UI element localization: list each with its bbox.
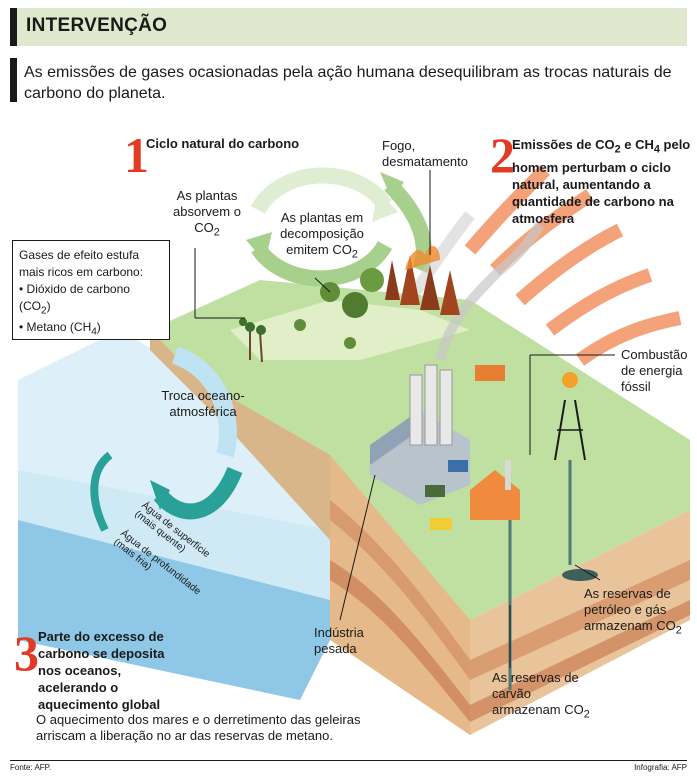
ocean-arrowhead	[150, 480, 170, 510]
emission-arrow-4	[545, 268, 653, 336]
leader-line	[314, 277, 331, 293]
label-ocean-exchange: Troca oceano-atmosférica	[161, 388, 245, 419]
cliff	[150, 330, 330, 540]
coal-plant	[470, 460, 520, 520]
ocean-arrow-down	[171, 346, 237, 458]
step-2-number: 2	[490, 127, 515, 183]
tree	[342, 292, 368, 318]
footer-divider	[10, 760, 687, 761]
car	[430, 518, 452, 530]
gases-legend-box: Gases de efeito estufa mais ricos em car…	[12, 240, 170, 340]
tree	[344, 337, 356, 349]
cycle-arrowhead-bottom	[246, 232, 272, 262]
factory	[370, 364, 470, 505]
ocean-note: O aquecimento dos mares e o derretimento…	[36, 712, 361, 743]
subtitle-accent	[10, 58, 17, 102]
footer-credit: Infografia: AFP	[634, 763, 687, 772]
label-fire: Fogo, desmatamento	[382, 138, 468, 169]
emission-arrow-3	[515, 223, 624, 306]
step-1-number: 1	[124, 127, 149, 183]
ocean-arrow-up	[153, 466, 243, 520]
burning-forest	[385, 245, 460, 315]
label-plants-absorb: As plantas absorvem o CO2	[173, 188, 241, 239]
cycle-arrow-bottom	[251, 240, 393, 287]
truck	[475, 365, 505, 381]
leader-line	[574, 564, 601, 581]
tree	[294, 319, 306, 331]
deep-water-arrow	[90, 451, 113, 532]
label-industry: Indústria pesada	[314, 625, 364, 656]
truck	[425, 485, 445, 497]
label-coal: As reservas de carvão armazenam CO2	[492, 670, 590, 721]
tree	[360, 268, 384, 292]
cycle-arrow-top	[250, 167, 392, 214]
gases-item-co2: • Dióxido de carbono (CO2)	[19, 282, 130, 317]
step-3-text: Parte do excesso de carbono se deposita …	[38, 629, 165, 712]
label-plants-decompose: As plantas em decomposição emitem CO2	[280, 210, 364, 261]
ocean-deep	[18, 520, 330, 700]
gases-box-title: Gases de efeito estufa mais ricos em car…	[19, 248, 144, 279]
header-bar	[10, 8, 687, 46]
label-oil: As reservas de petróleo e gás armazenam …	[584, 586, 682, 637]
step-3-number: 3	[14, 625, 39, 681]
truck	[448, 460, 468, 472]
step-1-text: Ciclo natural do carbono	[146, 136, 300, 151]
gases-item-ch4: • Metano (CH4)	[19, 320, 101, 338]
header-accent	[10, 8, 17, 46]
oil-derrick	[554, 372, 598, 581]
footer-source: Fonte: AFP.	[10, 763, 52, 772]
fire-arrowhead	[380, 172, 404, 200]
page-title: INTERVENÇÃO	[26, 15, 168, 36]
cycle-arrowhead-top	[372, 190, 398, 222]
smoke-plume	[435, 222, 545, 362]
label-fossil: Combustão de energia fóssil	[621, 347, 688, 394]
palm-trees	[239, 318, 266, 363]
emission-arrow-5	[575, 311, 682, 366]
leader-line	[339, 474, 376, 621]
emission-arrow-1	[464, 165, 550, 255]
field-patch	[230, 300, 470, 360]
page-subtitle: As emissões de gases ocasionadas pela aç…	[24, 64, 672, 102]
step-2-text: Emissões de CO2 e CH4 pelo homem perturb…	[512, 137, 691, 226]
